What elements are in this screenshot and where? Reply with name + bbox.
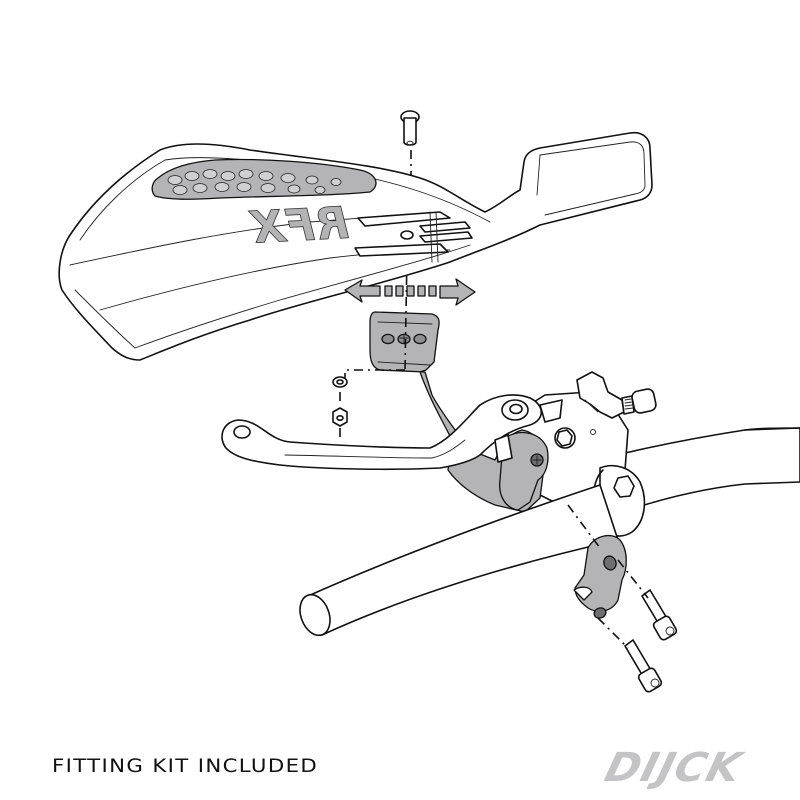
perch-hex-bolt (554, 427, 576, 449)
clamp-hole-bottom (593, 607, 607, 619)
brand-logo: DIJCK (600, 745, 747, 791)
adjuster-screw (621, 388, 657, 415)
fitting-kit-caption: FITTING KIT INCLUDED (52, 755, 319, 777)
handguard-logo: RFX (247, 197, 350, 254)
brand-logo-text: DIJCK (600, 745, 747, 791)
nut (332, 407, 348, 427)
handlebar-end (299, 593, 331, 637)
rfx-logo-text: RFX (248, 198, 350, 254)
handguard-mounting-bolt (400, 110, 420, 146)
washer (332, 376, 348, 388)
handguard-mounting-fins (354, 211, 473, 263)
clamp-bolt-upper (641, 589, 678, 641)
clamp-bolt-lower (624, 639, 663, 693)
lever-pivot-bolt (501, 399, 529, 421)
adjustment-arrow-icon (344, 278, 476, 306)
lower-clamp (573, 534, 627, 619)
bracket-hole-left (381, 333, 395, 345)
handguard-vent-pad (151, 158, 377, 200)
bracket-screw (530, 453, 544, 467)
brake-lever (221, 394, 563, 471)
fin-bolt-hole (400, 230, 414, 240)
bracket-hole-right (413, 333, 427, 345)
clamp-hole-top (603, 555, 617, 571)
handguard-shield: RFX (58, 131, 653, 361)
